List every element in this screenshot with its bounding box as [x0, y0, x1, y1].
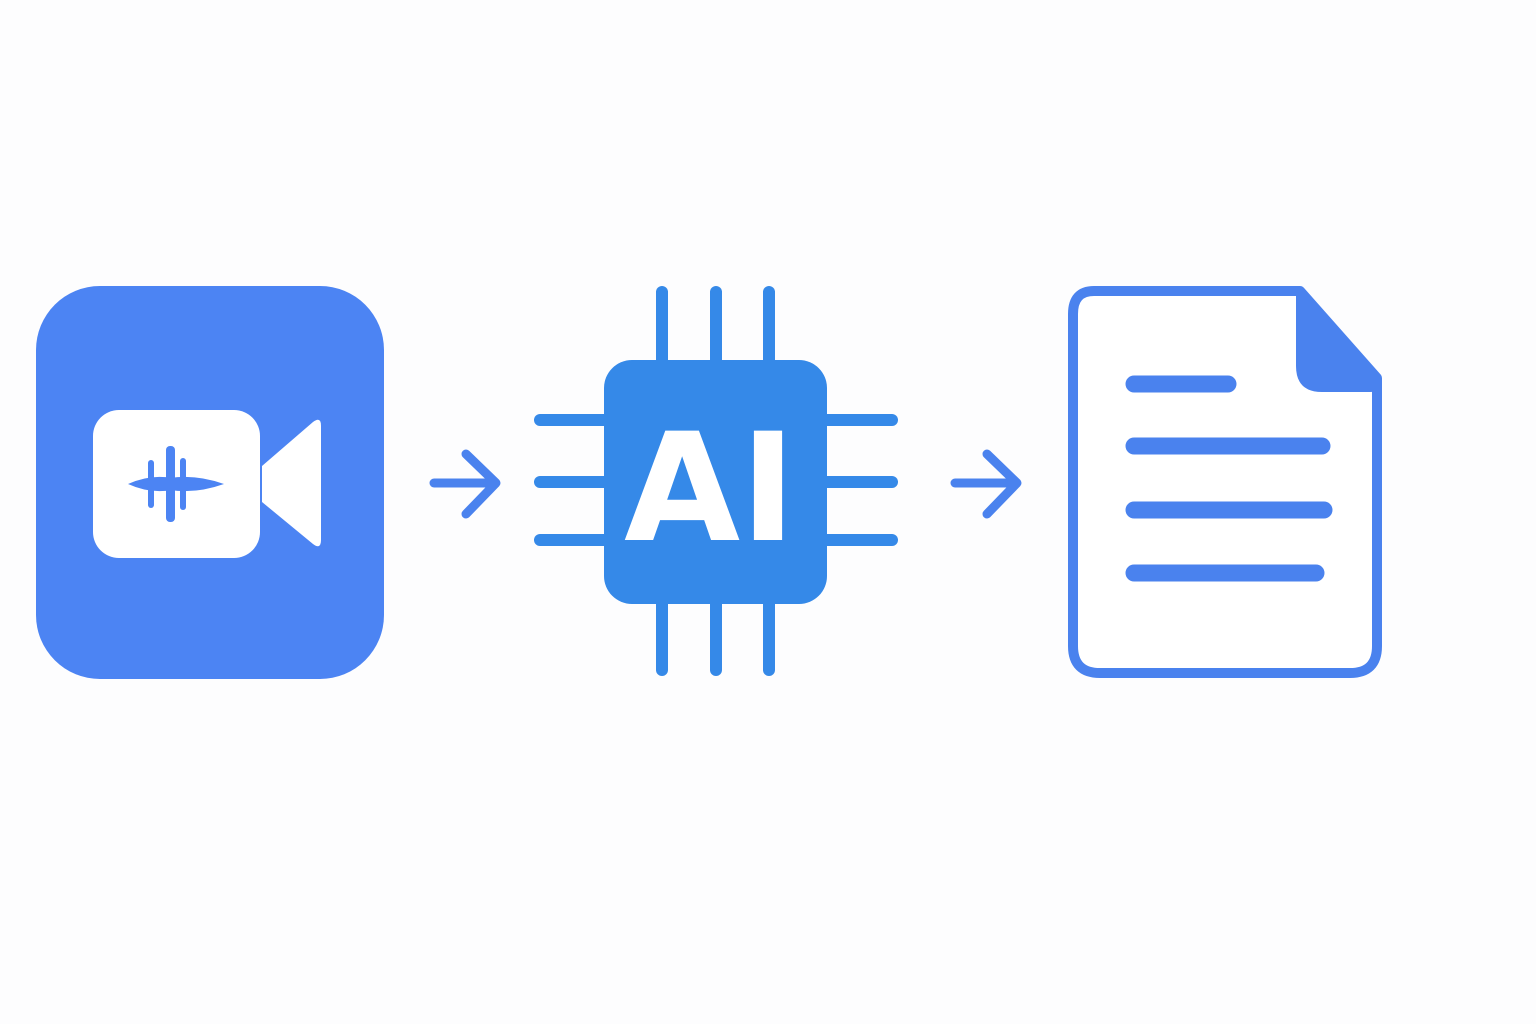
document-fold [1296, 291, 1380, 392]
audio-wave-icon [128, 446, 224, 522]
document-icon [1068, 286, 1382, 678]
arrow-right-icon [429, 449, 501, 519]
arrow-right-icon [950, 449, 1022, 519]
chip-body [604, 360, 827, 604]
ai-chip-icon: AI [534, 286, 898, 676]
chip-pins [534, 286, 898, 676]
chip-label: AI [624, 402, 796, 576]
document-text-lines [1125, 375, 1333, 582]
video-meeting-icon [36, 286, 384, 679]
camera-lens [262, 419, 321, 547]
